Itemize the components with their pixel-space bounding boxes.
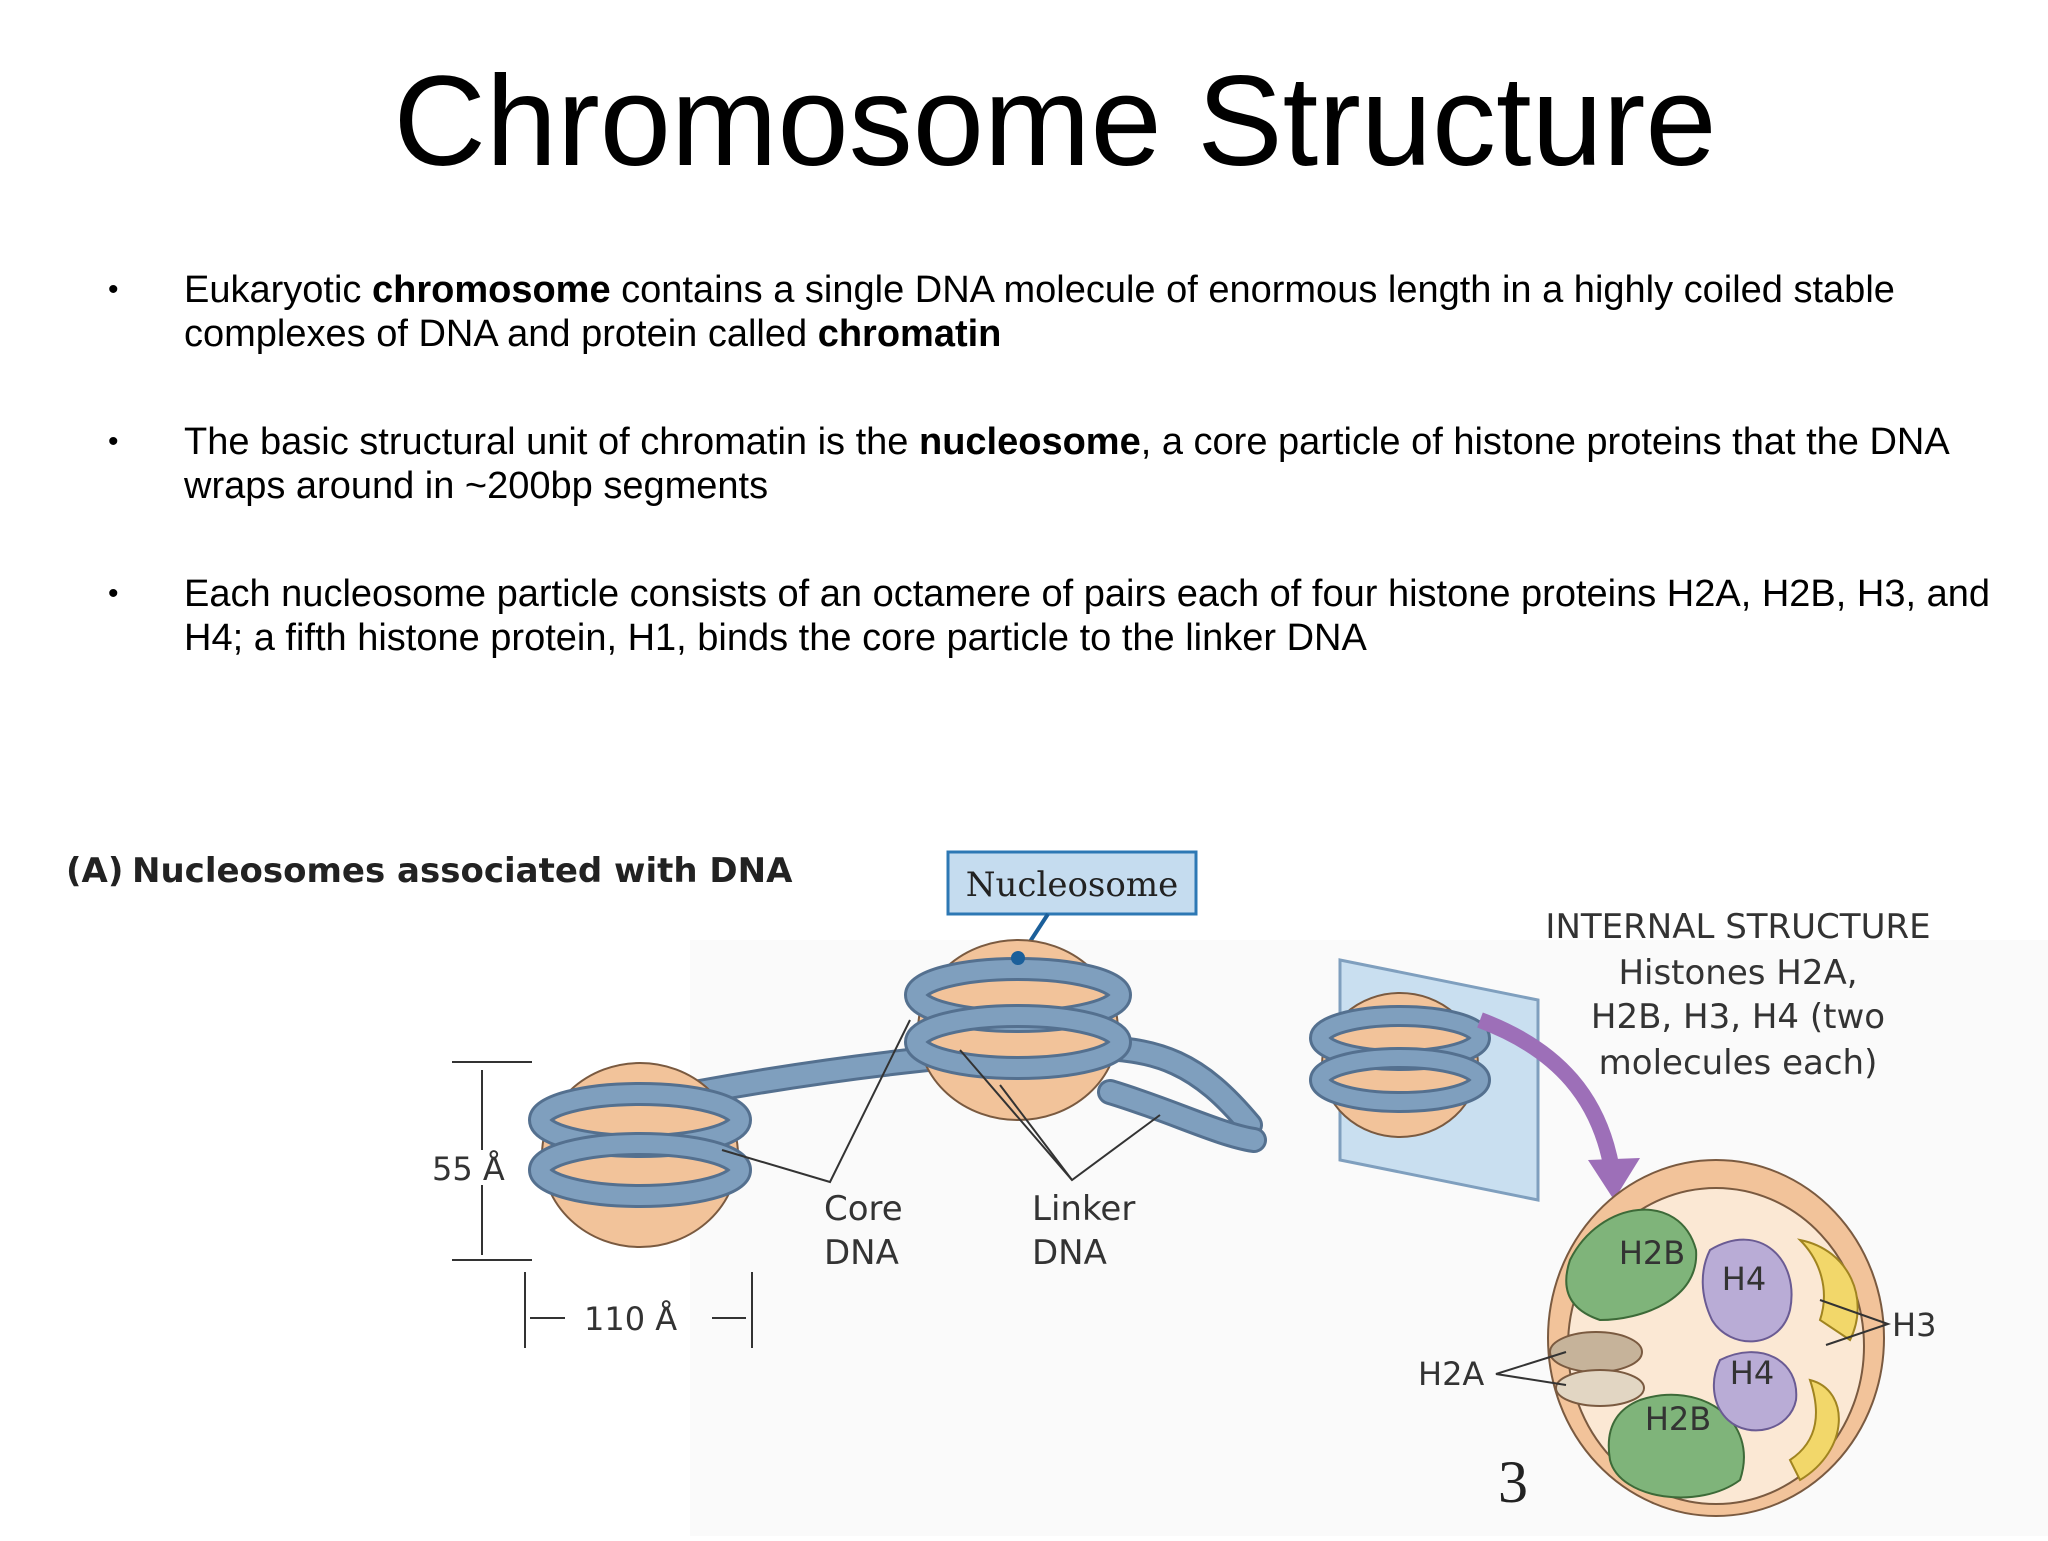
linker-dna-tail (1100, 1082, 1264, 1150)
internal-structure-desc-line2: H2B, H3, H4 (two (1591, 997, 1885, 1037)
nucleosome-middle (904, 939, 1132, 1121)
histone-label-h2a: H2A (1418, 1355, 1484, 1393)
internal-structure-title: INTERNAL STRUCTURE (1545, 907, 1930, 947)
nucleosome-diagram: (A) Nucleosomes associated with DNA Nucl… (66, 850, 2048, 1540)
zoom-arrowhead (1588, 1158, 1640, 1200)
bullet-dot: • (108, 577, 119, 610)
internal-structure-desc-line3: molecules each) (1599, 1043, 1878, 1083)
bullet-bold-term: chromosome (371, 269, 611, 311)
panel-label: (A) (66, 851, 123, 891)
bullet-bold-term: chromatin (817, 313, 1002, 355)
bullet-item: • The basic structural unit of chromatin… (104, 420, 2004, 508)
histone-h2a-bottom (1555, 1369, 1645, 1407)
bullet-text: Each nucleosome particle consists of an … (184, 573, 1990, 659)
internal-structure-desc-line1: Histones H2A, (1618, 953, 1857, 993)
bullet-dot: • (108, 273, 119, 306)
bullet-text: The basic structural unit of chromatin i… (184, 421, 1948, 507)
histone-h4-bottom (1712, 1351, 1798, 1432)
nucleosome-right (1309, 992, 1491, 1138)
slide-title: Chromosome Structure (393, 50, 1717, 193)
bullet-item: • Each nucleosome particle consists of a… (104, 572, 2004, 660)
bullet-list: • Eukaryotic chromosome contains a singl… (104, 268, 2004, 724)
nucleosome-figure: (A) Nucleosomes associated with DNA Nucl… (0, 780, 2048, 1540)
nucleosome-left (528, 1062, 752, 1248)
histone-label-h2b-bottom: H2B (1645, 1400, 1711, 1438)
core-dna-label-line2: DNA (824, 1233, 899, 1273)
dimension-height-label: 55 Å (432, 1150, 505, 1188)
bullet-text-run: The basic structural unit of chromatin i… (184, 421, 919, 463)
linker-dna-label-line2: DNA (1032, 1233, 1107, 1273)
linker-dna-label-line1: Linker (1032, 1189, 1135, 1229)
histone-label-h4-bottom: H4 (1730, 1354, 1774, 1392)
label-leaders (721, 1019, 1161, 1184)
nucleosome-callout-box (946, 850, 1198, 916)
histone-label-h3: H3 (1892, 1306, 1936, 1344)
histone-label-h2b-top: H2B (1619, 1234, 1685, 1272)
core-dna-label-line1: Core (824, 1189, 903, 1229)
dimension-width-label: 110 Å (584, 1300, 677, 1338)
histone-label-leaders (1495, 1299, 1892, 1386)
histone-h2b-bottom (1607, 1393, 1745, 1499)
nucleosome-callout-label: Nucleosome (966, 865, 1178, 905)
page-number: 3 (1498, 1449, 1528, 1515)
histone-h3-top (1796, 1238, 1859, 1342)
histone-label-h4-top: H4 (1722, 1260, 1766, 1298)
histone-h2b-top (1565, 1208, 1698, 1322)
bullet-bold-term: nucleosome (919, 421, 1141, 463)
bullet-dot: • (108, 425, 119, 458)
histone-h4-top (1701, 1238, 1793, 1343)
histone-h3-bottom (1788, 1378, 1840, 1482)
panel-title: Nucleosomes associated with DNA (132, 851, 793, 891)
zoom-arrow (1477, 1012, 1620, 1172)
bullet-text-run: Eukaryotic (184, 269, 372, 311)
bullet-text-run: , a core particle of histone proteins th… (184, 421, 1948, 507)
dimension-lines (452, 1061, 753, 1348)
histone-cross-section (1547, 1159, 1885, 1517)
bullet-item: • Eukaryotic chromosome contains a singl… (104, 268, 2004, 356)
bullet-text-run: contains a single DNA molecule of enormo… (184, 269, 1895, 355)
bullet-text: Eukaryotic chromosome contains a single … (184, 269, 1895, 355)
